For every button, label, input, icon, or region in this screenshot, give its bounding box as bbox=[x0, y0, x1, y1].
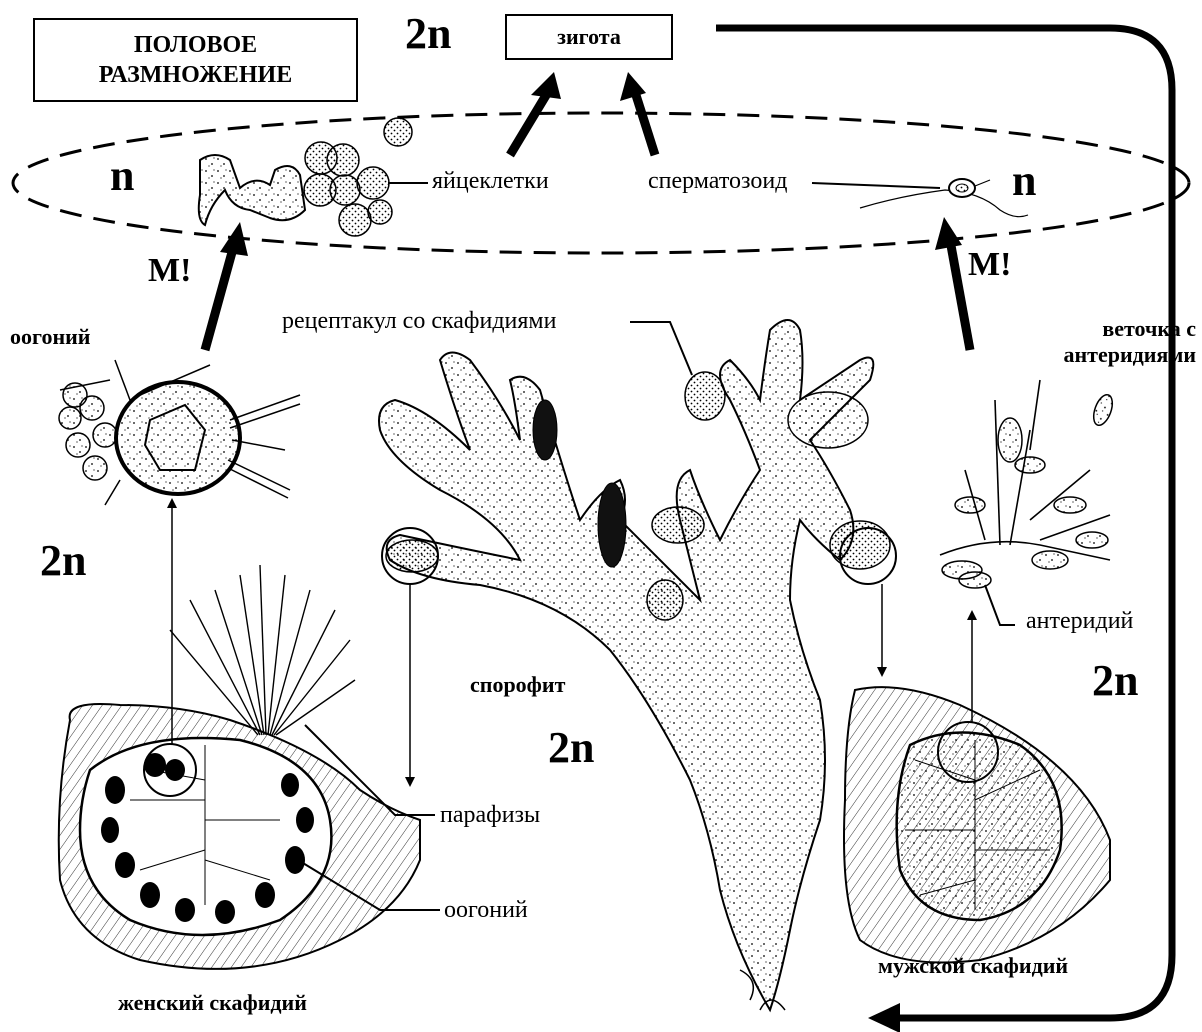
receptacle-label: рецептакул со скафидиями bbox=[282, 308, 556, 335]
haploid-ploidy-left: n bbox=[110, 150, 134, 201]
sperm-to-zygote-arrow bbox=[635, 92, 655, 155]
zygote-label: зигота bbox=[557, 24, 621, 50]
title-line-2: РАЗМНОЖЕНИЕ bbox=[99, 60, 292, 90]
branch-label-line-1: веточка с bbox=[1046, 316, 1196, 342]
zygote-ploidy: 2n bbox=[405, 8, 451, 59]
oogonium-top-label: оогоний bbox=[10, 324, 90, 350]
oogonium-label: оогоний bbox=[444, 897, 528, 924]
meiosis-left-label: М! bbox=[148, 252, 191, 290]
antheridium-branch-drawing bbox=[940, 380, 1116, 588]
sporophyte-label: спорофит bbox=[470, 672, 565, 698]
male-scaphidium-label: мужской скафидий bbox=[878, 953, 1068, 979]
meiosis-right-label: М! bbox=[968, 246, 1011, 284]
branch-label-line-2: антеридиями bbox=[1046, 342, 1196, 368]
zygote-box: зигота bbox=[505, 14, 673, 60]
haploid-ploidy-right: n bbox=[1012, 155, 1036, 206]
sperm-drawing bbox=[812, 179, 1028, 217]
title-box: ПОЛОВОЕ РАЗМНОЖЕНИЕ bbox=[33, 18, 358, 102]
egg-to-zygote-arrow bbox=[510, 92, 548, 155]
antheridium-label: антеридий bbox=[1026, 608, 1133, 635]
right-ploidy: 2n bbox=[1092, 655, 1138, 706]
eggs-label: яйцеклетки bbox=[432, 168, 549, 195]
meiosis-arrow-right bbox=[950, 240, 970, 350]
sperm-label: сперматозоид bbox=[648, 168, 787, 195]
female-scaphidium-label: женский скафидий bbox=[118, 990, 307, 1016]
sporophyte-ploidy: 2n bbox=[548, 722, 594, 773]
female-scaphidium-drawing bbox=[59, 565, 420, 969]
receptacle-pointer bbox=[630, 322, 692, 375]
paraphyses-label: парафизы bbox=[440, 802, 540, 829]
left-ploidy: 2n bbox=[40, 535, 86, 586]
antheridium-pointer bbox=[985, 585, 1015, 625]
male-scaphidium-drawing bbox=[844, 687, 1110, 962]
title-line-1: ПОЛОВОЕ bbox=[134, 30, 257, 60]
life-cycle-arrowhead bbox=[868, 1003, 900, 1032]
meiosis-arrow-left bbox=[205, 245, 234, 350]
eggs-drawing bbox=[199, 118, 412, 236]
oogonium-drawing bbox=[59, 360, 300, 505]
